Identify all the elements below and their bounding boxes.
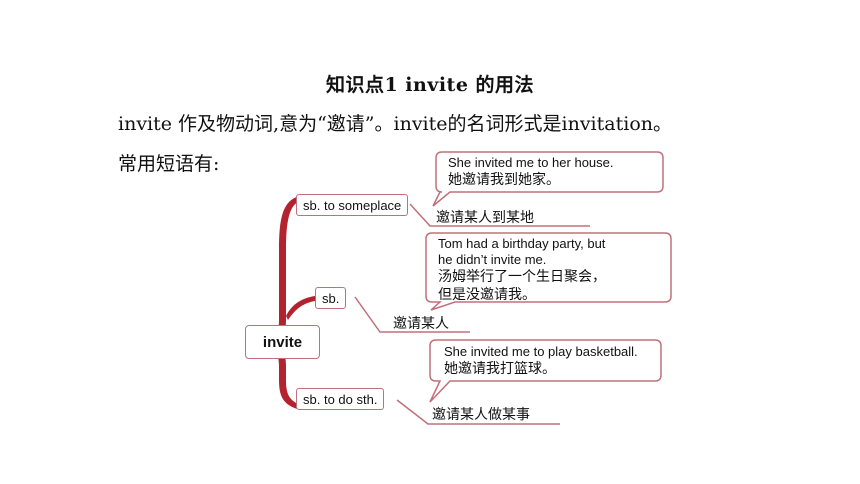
connector-1 bbox=[409, 203, 590, 227]
intro-paragraph: invite 作及物动词,意为“邀请”。invite的名词形式是invitati… bbox=[118, 113, 672, 135]
example-2-zh-line1: 汤姆举行了一个生日聚会， bbox=[438, 269, 606, 285]
phrase-box-do-sth: sb. to do sth. bbox=[296, 388, 385, 410]
example-3-zh: 她邀请我打篮球。 bbox=[444, 361, 556, 377]
phrase-box-sb: sb. bbox=[315, 287, 347, 309]
connector-3 bbox=[396, 399, 560, 425]
section-heading: 知识点1 invite 的用法 bbox=[325, 74, 535, 96]
meaning-do-sth: 邀请某人做某事 bbox=[432, 407, 530, 423]
phrases-intro: 常用短语有: bbox=[118, 153, 220, 175]
example-1-en: She invited me to her house. bbox=[448, 155, 614, 170]
brace-middle-arm bbox=[286, 296, 315, 320]
example-2-en-line2: he didn’t invite me. bbox=[438, 252, 547, 267]
example-2-en-line1: Tom had a birthday party, but bbox=[438, 236, 606, 251]
speech-bubble-2 bbox=[425, 232, 672, 311]
example-3-en: She invited me to play basketball. bbox=[444, 344, 638, 359]
speech-bubble-3 bbox=[429, 339, 662, 403]
example-1: She invited me to her house. 她邀请我到她家。 bbox=[448, 155, 614, 189]
example-3: She invited me to play basketball. 她邀请我打… bbox=[444, 344, 638, 378]
example-1-zh: 她邀请我到她家。 bbox=[448, 172, 560, 188]
phrase-box-someplace: sb. to someplace bbox=[296, 194, 409, 216]
example-2-zh-line2: 但是没邀请我。 bbox=[438, 287, 536, 303]
root-node-invite: invite bbox=[245, 325, 320, 359]
example-2: Tom had a birthday party, but he didn’t … bbox=[438, 236, 606, 304]
brace-shape bbox=[262, 196, 300, 410]
connector-2 bbox=[354, 296, 470, 333]
meaning-sb: 邀请某人 bbox=[393, 316, 449, 332]
speech-bubble-1 bbox=[432, 151, 664, 207]
meaning-someplace: 邀请某人到某地 bbox=[436, 210, 534, 226]
